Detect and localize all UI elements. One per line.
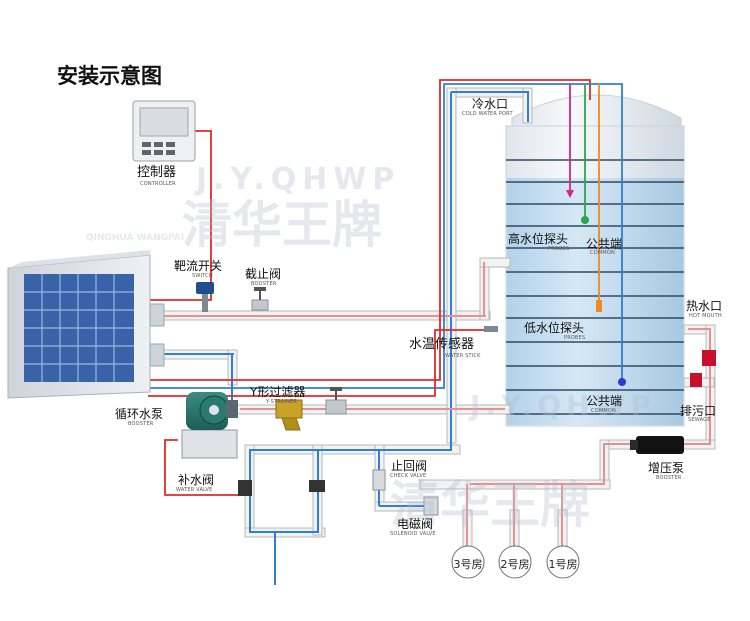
sewage-label-en: SEWAGE [688,417,711,423]
solenoid-label: 电磁阀 [397,517,434,531]
cold-water-label-en: COLD WATER PORT [462,111,513,117]
room-1-label: 1号房 [548,558,578,571]
probes [566,190,626,386]
makeup-valve-label: 补水阀 [178,473,215,487]
solenoid-label-en: SOLENOID VALVE [390,531,436,537]
pipe-inlet-h [479,257,511,268]
temp-sensor [484,326,498,332]
stop-valve-label: 截止阀 [245,267,282,281]
watermark-brand-2: 清华王牌 [390,476,590,534]
controller-device [132,100,196,162]
page-title: 安装示意图 [57,64,162,88]
high-probe-label-en: PROBES [548,246,570,252]
circ-pump-label-en: BOOSTER [128,421,154,427]
watermark-letters-2: J.Y.QHWP [470,389,656,422]
tank-lid [511,94,682,129]
controller-label-en: CONTROLLER [140,181,176,187]
common-top-label: 公共端 [586,237,623,251]
common-bottom-label: 公共端 [586,394,623,408]
room-3-label: 3号房 [453,558,483,571]
cold-water-label: 冷水口 [472,97,509,111]
circ-pump-label: 循环水泵 [115,407,164,421]
high-probe-label: 高水位探头 [508,232,569,246]
stop-valve-2 [325,387,347,415]
low-probe-label: 低水位探头 [524,321,585,335]
tank-bands [506,159,684,415]
room-2-label: 2号房 [500,558,530,571]
circulation-pump [181,392,238,459]
tank-water [507,178,683,425]
watermark-brand: 清华王牌 [182,196,382,254]
room-outlets [451,545,580,579]
temp-sensor-label-en: WATER STICK [445,353,481,359]
makeup-valve [238,480,252,496]
switch-label-en: SWITCH [192,273,213,279]
stop-valve-label-en: BOOSTER [251,281,277,287]
switch-label: 靶流开关 [174,259,223,273]
check-valve-body [372,469,386,491]
y-strainer [275,399,303,431]
temp-sensor-label: 水温传感器 [409,337,475,352]
water-tank [505,94,685,427]
controller-label: 控制器 [137,165,177,180]
booster-pump-label-en: BOOSTER [656,475,682,481]
makeup-valve-label-en: WATER VALVE [176,487,213,493]
flow-switch [196,282,214,312]
hot-water-label-en: HOT MOUTH [689,313,722,319]
room-2-circle [498,545,532,579]
room-3-circle [451,545,485,579]
heat-pump-unit [7,250,165,399]
watermark-slogan: QINGHUA WANGPAI [86,233,185,243]
hot-water-label: 热水口 [686,299,723,313]
solenoid-valve [423,496,439,516]
common-top-label-en: COMMON [590,250,615,256]
control-wires [148,79,623,496]
check-valve-label-en: CHECK VALVE [390,473,427,479]
y-strainer-label: Y形过滤器 [250,385,306,399]
sewage-label: 排污口 [680,404,717,418]
stop-valve-1 [251,287,269,311]
room-1-circle [546,545,580,579]
small-valve [309,480,325,492]
watermark-letters: J.Y.QHWP [196,162,401,197]
check-valve-label: 止回阀 [391,459,428,473]
low-probe-label-en: PROBES [564,335,586,341]
common-bottom-label-en: COMMON [591,408,616,414]
hot-water-valves [690,350,716,387]
booster-pump-label: 增压泵 [648,461,685,475]
y-strainer-label-en: Y-STRAINER [266,399,298,405]
booster-pump [630,436,684,454]
